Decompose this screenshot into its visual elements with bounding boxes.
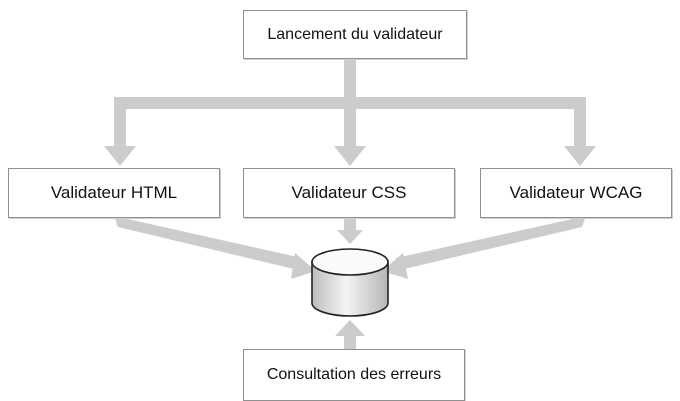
arrow-css-to-database — [337, 218, 363, 244]
node-css-validator: Validateur CSS — [243, 168, 455, 218]
node-launch-label: Lancement du validateur — [267, 25, 443, 43]
node-consult-label: Consultation des erreurs — [266, 366, 442, 383]
arrow-html-to-database — [114, 216, 316, 279]
node-launch-validator: Lancement du validateur — [243, 10, 467, 59]
connectors — [104, 59, 596, 350]
node-css-label: Validateur CSS — [291, 183, 407, 202]
arrow-to-html-validator — [104, 97, 136, 166]
arrow-to-wcag-validator — [564, 97, 596, 166]
node-html-validator: Validateur HTML — [8, 168, 220, 218]
node-wcag-validator: Validateur WCAG — [480, 168, 672, 218]
node-consult-errors: Consultation des erreurs — [243, 349, 465, 401]
database-cylinder — [311, 248, 389, 317]
launch-stem — [344, 59, 356, 99]
arrow-wcag-to-database — [382, 216, 586, 279]
arrow-consult-to-database — [335, 320, 365, 350]
node-wcag-label: Validateur WCAG — [509, 183, 643, 202]
node-html-label: Validateur HTML — [50, 183, 178, 202]
arrow-to-css-validator — [334, 97, 366, 166]
